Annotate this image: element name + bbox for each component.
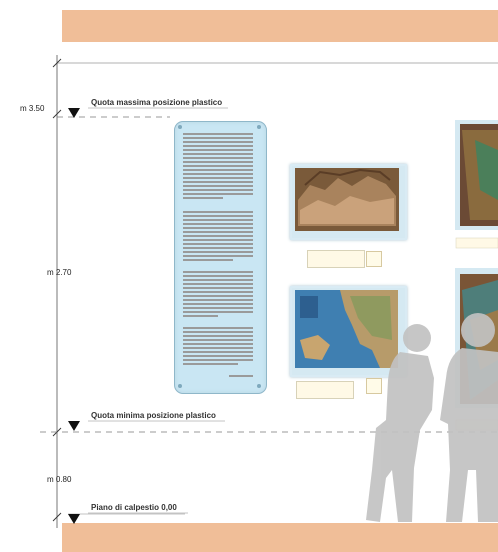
map-icon (366, 251, 382, 267)
dimension-bottom-label: m 0.80 (47, 475, 72, 484)
quota-max-label: Quota massima posizione plastico (91, 98, 223, 107)
dimension-top-label: m 3.50 (20, 104, 45, 113)
floor-level-label: Piano di calpestio 0,00 (91, 503, 177, 512)
coastal-caption (296, 381, 354, 399)
relief-caption (307, 250, 365, 268)
quota-min-label: Quota minima posizione plastico (91, 411, 216, 420)
floor-band (62, 523, 498, 552)
map-icon (366, 378, 382, 394)
dimension-middle-label: m 2.70 (47, 268, 72, 277)
ceiling-band (62, 10, 498, 42)
